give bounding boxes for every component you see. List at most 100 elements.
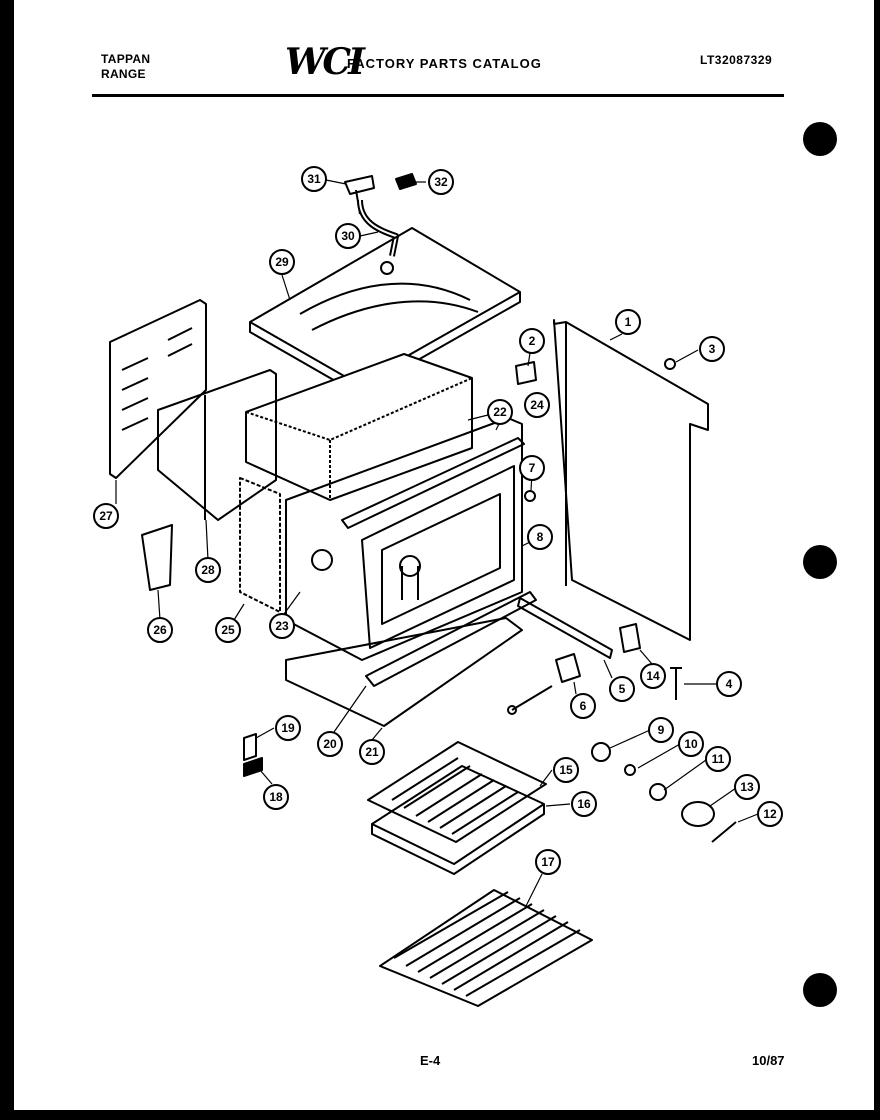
svg-text:10: 10 <box>684 737 698 751</box>
callout-10: 10 <box>678 731 704 757</box>
callout-17: 17 <box>535 849 561 875</box>
part-16-broiler-pan <box>371 765 545 875</box>
callout-3: 3 <box>699 336 725 362</box>
part-17-oven-rack <box>379 889 593 1007</box>
punch-hole-top <box>803 122 837 156</box>
callout-labels: 1 2 3 4 5 6 7 8 9 10 11 12 13 14 15 16 1… <box>93 166 783 875</box>
svg-text:31: 31 <box>307 172 321 186</box>
svg-text:27: 27 <box>99 509 113 523</box>
callout-31: 31 <box>301 166 327 192</box>
callout-22: 22 <box>487 399 513 425</box>
brand-line-1: TAPPAN <box>101 52 151 66</box>
part-25-side-insulation <box>239 477 281 613</box>
model-number: LT32087329 <box>700 53 773 67</box>
svg-text:9: 9 <box>658 723 665 737</box>
part-3-plug <box>664 358 676 370</box>
callout-16: 16 <box>571 791 597 817</box>
callout-19: 19 <box>275 715 301 741</box>
callout-15: 15 <box>553 757 579 783</box>
part-22-insulation <box>245 353 473 501</box>
part-2-clip <box>515 361 537 385</box>
svg-text:19: 19 <box>281 721 295 735</box>
part-9-bezel <box>591 742 611 762</box>
svg-text:18: 18 <box>269 790 283 804</box>
wci-logo: WCI <box>285 41 365 83</box>
svg-text:24: 24 <box>530 398 544 412</box>
svg-text:32: 32 <box>434 175 448 189</box>
callout-26: 26 <box>147 617 173 643</box>
svg-text:13: 13 <box>740 780 754 794</box>
callout-30: 30 <box>335 223 361 249</box>
part-27-back-panel <box>109 299 207 479</box>
svg-text:28: 28 <box>201 563 215 577</box>
brand-block: TAPPAN RANGE <box>101 52 150 82</box>
svg-text:1: 1 <box>625 315 632 329</box>
callout-24: 24 <box>524 392 550 418</box>
part-30-tube <box>357 199 399 257</box>
part-15-broiler-grid <box>367 741 547 843</box>
callout-28: 28 <box>195 557 221 583</box>
part-21-bottom-panel <box>285 617 523 727</box>
svg-text:20: 20 <box>323 737 337 751</box>
svg-text:23: 23 <box>275 619 289 633</box>
callout-23: 23 <box>269 613 295 639</box>
callout-25: 25 <box>215 617 241 643</box>
part-20-rail <box>365 591 537 687</box>
svg-text:26: 26 <box>153 623 167 637</box>
part-4-screw <box>670 667 682 700</box>
punch-hole-middle <box>803 545 837 579</box>
part-18-lead <box>243 757 263 777</box>
svg-text:29: 29 <box>275 255 289 269</box>
part-5-rail <box>517 597 613 659</box>
part-32-small-part <box>395 173 417 190</box>
brand-line-2: RANGE <box>101 67 146 81</box>
callout-5: 5 <box>609 676 635 702</box>
callout-9: 9 <box>648 717 674 743</box>
callout-13: 13 <box>734 774 760 800</box>
part-14-bracket <box>619 623 641 653</box>
svg-text:5: 5 <box>619 682 626 696</box>
svg-text:21: 21 <box>365 745 379 759</box>
callout-29: 29 <box>269 249 295 275</box>
part-28-side-panel <box>157 369 277 521</box>
part-24-front-rail <box>341 437 525 529</box>
svg-text:6: 6 <box>580 699 587 713</box>
callout-32: 32 <box>428 169 454 195</box>
callout-4: 4 <box>716 671 742 697</box>
part-1-side-panel <box>553 319 709 641</box>
svg-text:15: 15 <box>559 763 573 777</box>
part-10-nut <box>624 764 636 776</box>
svg-text:30: 30 <box>341 229 355 243</box>
header-rule <box>92 94 784 97</box>
callout-11: 11 <box>705 746 731 772</box>
print-date: 10/87 <box>752 1053 785 1068</box>
catalog-title: FACTORY PARTS CATALOG <box>347 56 542 71</box>
callout-21: 21 <box>359 739 385 765</box>
callout-27: 27 <box>93 503 119 529</box>
svg-text:12: 12 <box>763 807 777 821</box>
svg-text:8: 8 <box>537 530 544 544</box>
callout-12: 12 <box>757 801 783 827</box>
callout-14: 14 <box>640 663 666 689</box>
part-7-grommet <box>524 490 536 502</box>
part-6-clip <box>555 653 581 683</box>
part-19-switch <box>243 733 257 761</box>
svg-text:17: 17 <box>541 855 555 869</box>
callout-18: 18 <box>263 784 289 810</box>
svg-text:22: 22 <box>493 405 507 419</box>
part-11-lamp <box>649 783 667 801</box>
part-bolt <box>507 685 553 715</box>
callout-7: 7 <box>519 455 545 481</box>
svg-text:11: 11 <box>712 752 725 766</box>
svg-text:14: 14 <box>646 669 660 683</box>
svg-text:16: 16 <box>577 797 591 811</box>
svg-text:4: 4 <box>726 677 733 691</box>
svg-text:25: 25 <box>221 623 235 637</box>
svg-text:3: 3 <box>709 342 716 356</box>
part-12-wire <box>711 821 737 843</box>
svg-text:7: 7 <box>529 461 536 475</box>
svg-text:2: 2 <box>529 334 536 348</box>
leader-lines <box>115 179 759 907</box>
